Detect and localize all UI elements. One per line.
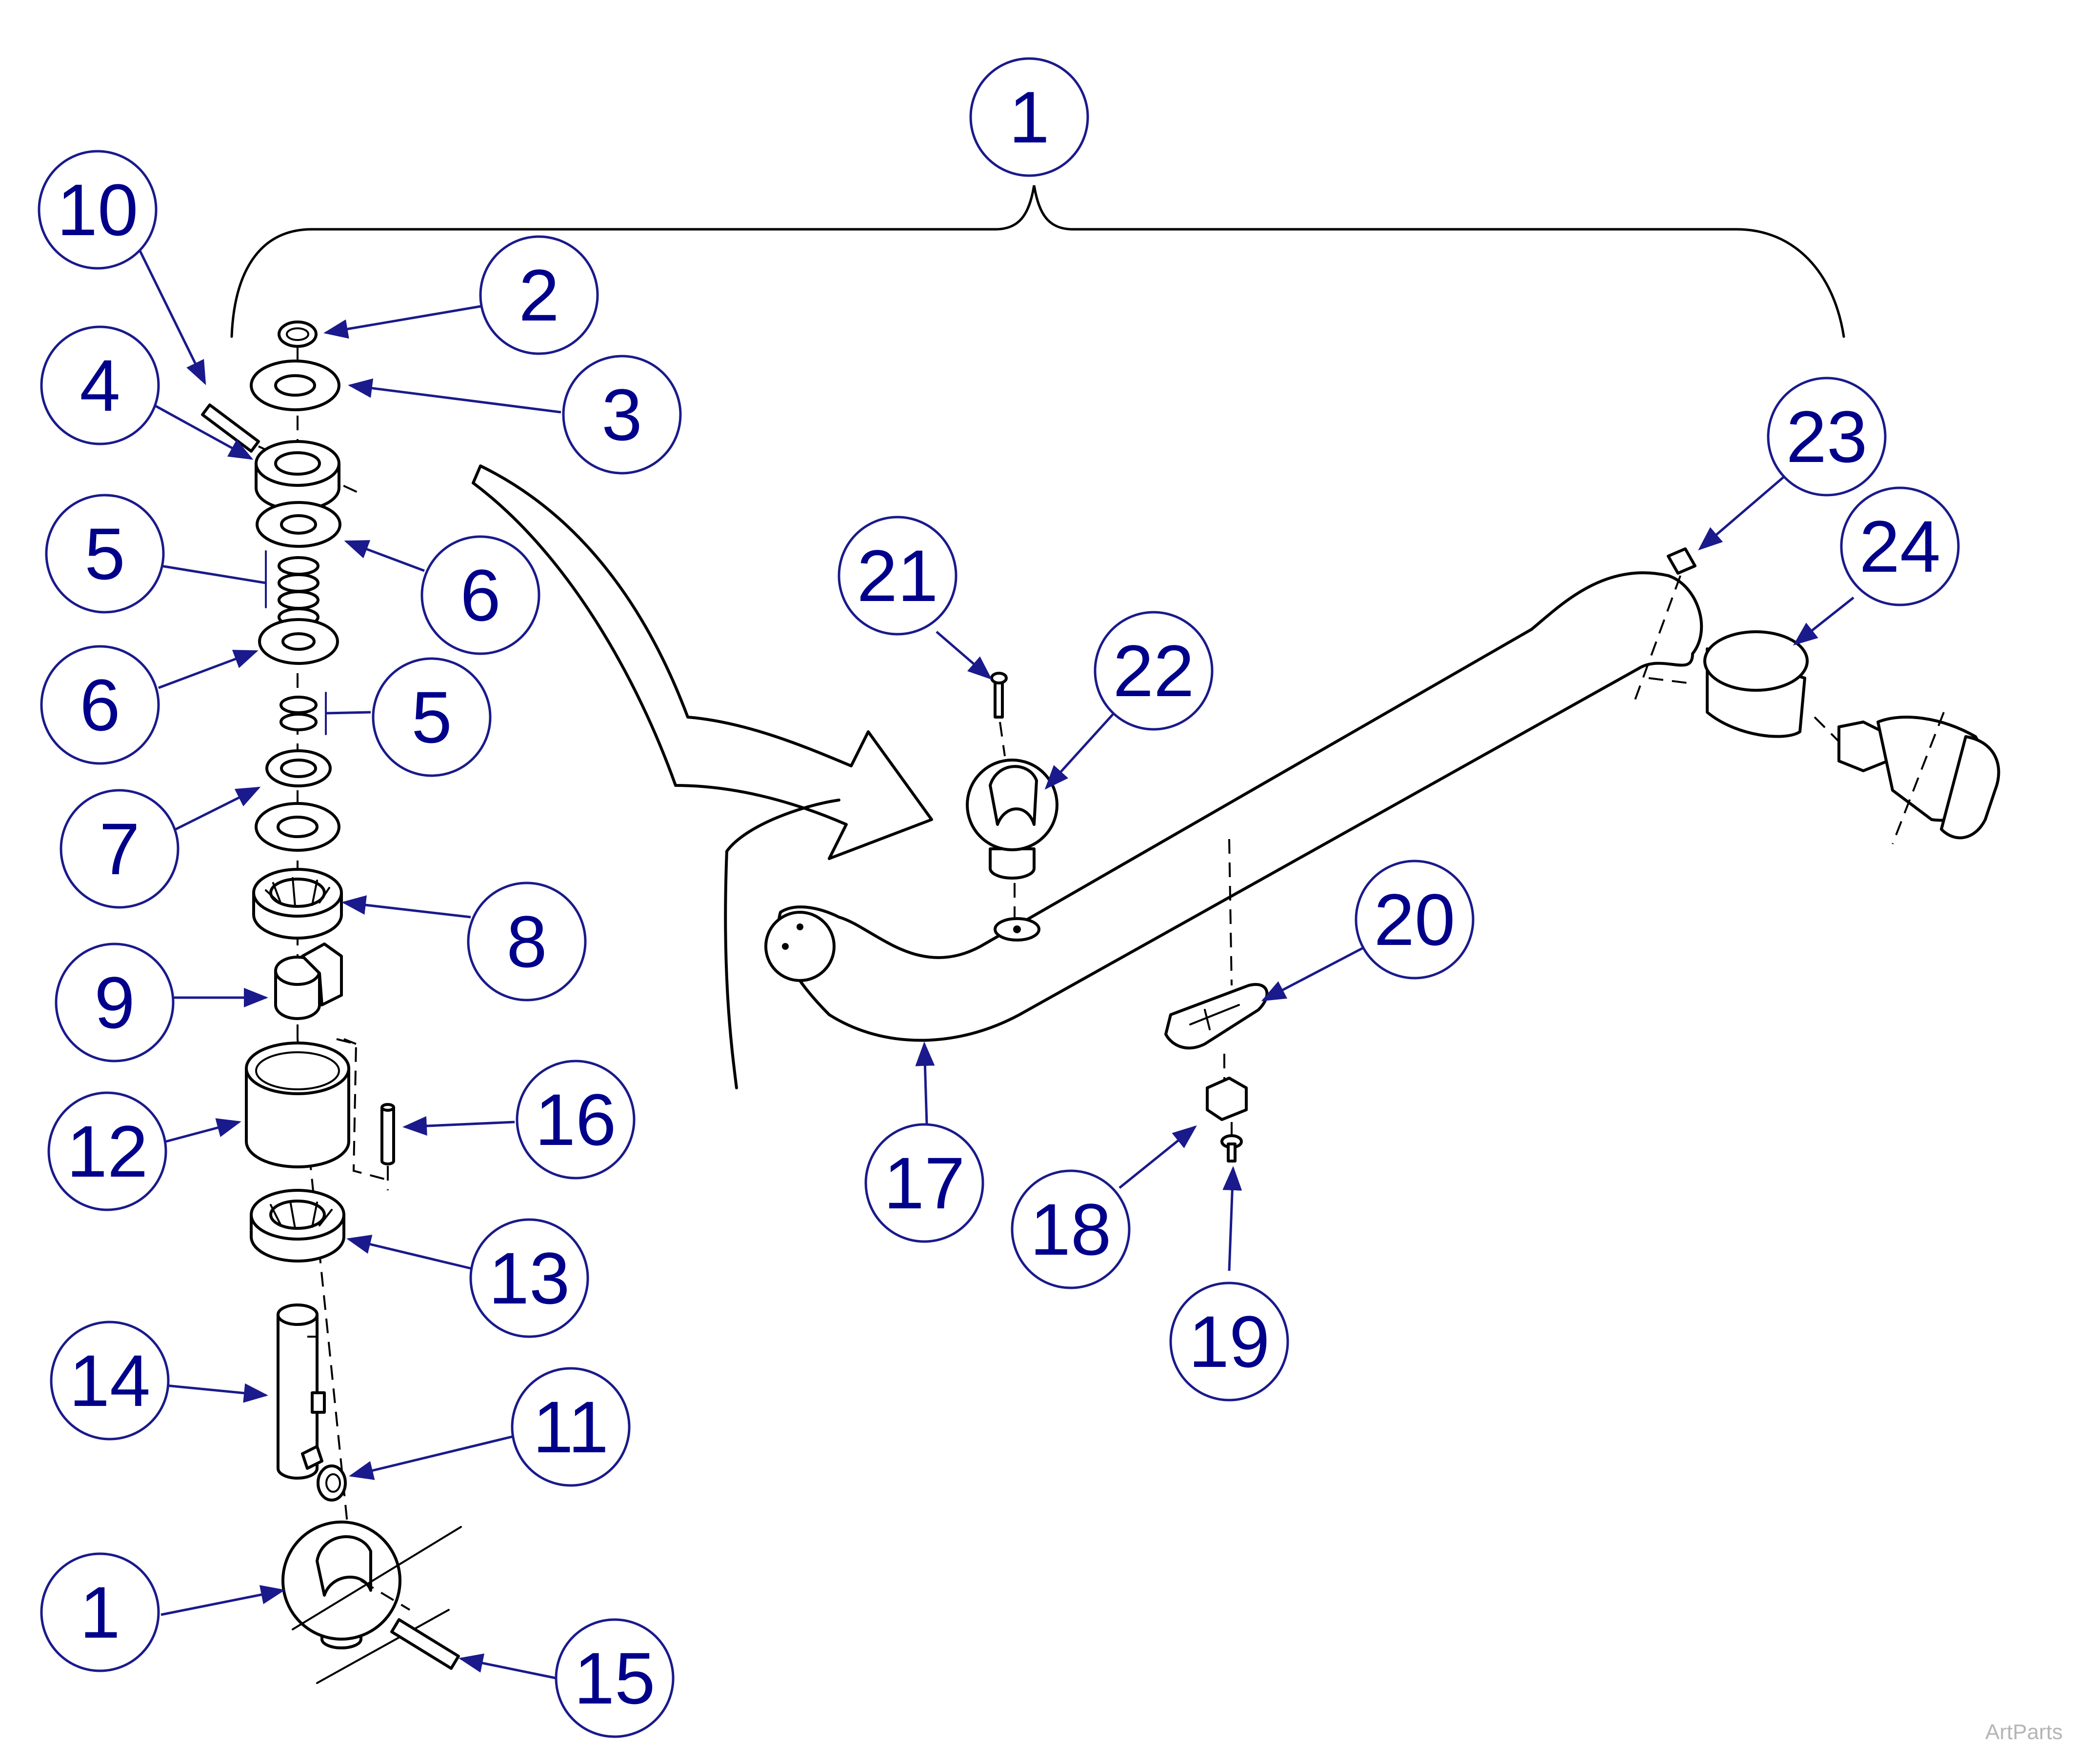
part-14-shaft [277,1303,326,1480]
part-24-sleeve [1648,630,1809,738]
assembly-direction-arrow [472,464,933,860]
arrow-tail-curve [724,799,840,1089]
leader-lines [135,243,1855,1680]
stack-centerline-lower [297,1039,352,1562]
svg-text:9: 9 [94,962,135,1043]
part-15-pin [390,1618,460,1670]
svg-text:16: 16 [535,1079,617,1161]
callout-14: 14 [50,1321,170,1441]
svg-text:6: 6 [460,554,500,636]
svg-text:20: 20 [1374,879,1456,961]
handpiece-connector [1814,712,2000,844]
part-19-screw [1220,1122,1243,1163]
callout-21: 21 [838,516,958,636]
part-23-set-screw [1633,547,1696,703]
callout-6-right: 6 [420,535,540,655]
callout-15: 15 [555,1618,675,1738]
svg-text:12: 12 [67,1110,148,1192]
callout-19: 19 [1169,1282,1289,1402]
svg-text:13: 13 [489,1237,570,1319]
svg-text:24: 24 [1859,505,1941,587]
callout-23: 23 [1767,377,1887,497]
artparts-watermark: ArtParts [1985,1720,2063,1744]
svg-text:17: 17 [884,1142,965,1224]
callout-11: 11 [511,1367,631,1487]
svg-text:21: 21 [857,535,938,617]
part-6-lower-washer [258,618,339,665]
callout-17: 17 [864,1123,984,1243]
callout-4: 4 [40,325,160,445]
part-12-sleeve [245,1038,391,1182]
callout-18: 18 [1011,1169,1131,1289]
part-3-washer [250,360,340,411]
part-2-snap-ring [278,321,318,348]
part-7-washer [265,749,332,787]
svg-text:14: 14 [69,1340,151,1422]
part-6-upper-washer [256,501,341,548]
part-18-clip [1206,1054,1248,1121]
plain-washer [255,802,340,852]
part-11-small-washer [317,1464,347,1502]
part-9-cam-block [274,942,343,1020]
svg-text:19: 19 [1189,1301,1270,1383]
part-5-lower-springs [279,692,327,735]
svg-text:5: 5 [84,513,125,595]
part-13-bearing [250,1189,345,1263]
callout-2: 2 [479,235,599,355]
callout-6-left: 6 [40,645,160,765]
callout-1-bottom: 1 [40,1552,160,1672]
callout-7: 7 [60,789,180,909]
part-1-ball-housing-bottom [281,1521,462,1684]
callout-22: 22 [1094,611,1214,731]
assembly-brace [230,185,1845,338]
svg-text:15: 15 [574,1637,656,1719]
callout-5-lower: 5 [372,657,492,777]
svg-text:4: 4 [80,344,120,426]
callout-3: 3 [562,355,682,475]
part-22-pivot-housing [966,759,1058,942]
callout-5-upper: 5 [45,494,165,614]
svg-text:10: 10 [57,169,139,251]
callout-1-top: 1 [969,57,1089,177]
svg-text:2: 2 [519,254,559,336]
svg-text:23: 23 [1786,396,1868,478]
svg-text:1: 1 [80,1571,120,1653]
part-17-arm-tube [764,571,1703,1042]
callout-13: 13 [469,1218,589,1338]
callout-9: 9 [55,942,175,1062]
svg-text:8: 8 [506,901,547,982]
svg-text:5: 5 [411,676,452,758]
svg-text:1: 1 [1009,76,1049,158]
callout-24: 24 [1840,486,1960,606]
part-16-dowel-pin [380,1103,395,1190]
svg-text:18: 18 [1030,1188,1112,1270]
callout-12: 12 [47,1091,167,1211]
svg-text:3: 3 [601,374,642,456]
part-4-collar [255,440,340,511]
callout-16: 16 [516,1060,636,1180]
svg-text:7: 7 [99,808,140,890]
svg-text:22: 22 [1113,630,1195,712]
svg-text:11: 11 [533,1386,609,1468]
callout-20: 20 [1355,860,1475,980]
callout-10: 10 [38,150,158,270]
part-20-bracket [1164,839,1269,1050]
part-8-bearing [252,868,343,940]
part-21-screw [990,672,1008,757]
svg-text:6: 6 [80,664,120,746]
callout-8: 8 [467,882,587,1002]
part-5-upper-springs [265,550,319,627]
